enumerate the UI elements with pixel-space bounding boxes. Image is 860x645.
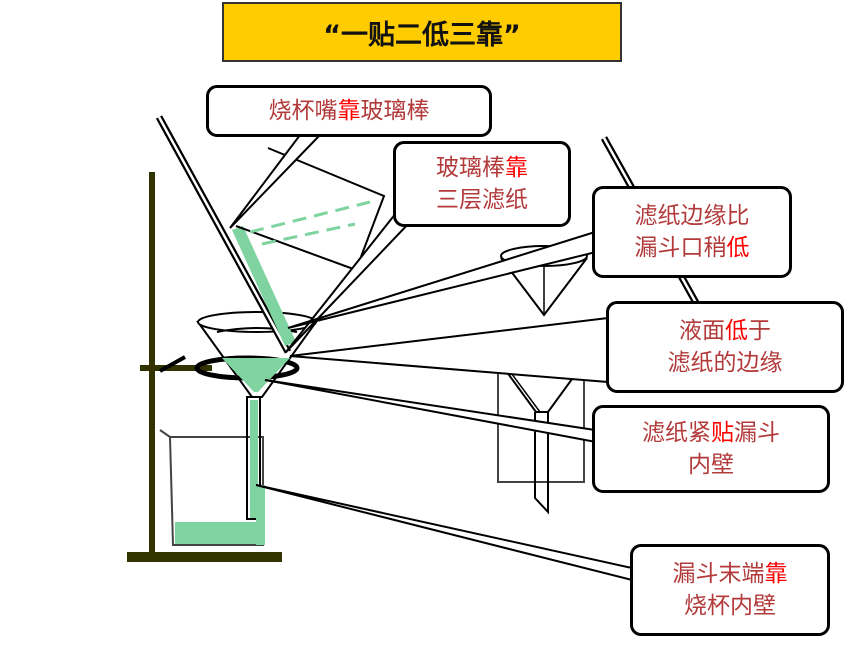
pointer-2 [285, 206, 414, 353]
pointer-1 [229, 134, 323, 229]
pointer-6 [255, 484, 633, 582]
beaker-spout [159, 429, 171, 438]
callout-rod-filter-paper: 玻璃棒靠 三层滤纸 [393, 141, 571, 227]
stand-base [127, 552, 282, 562]
clamp-screw [159, 355, 186, 373]
callout-paper-against-funnel: 滤纸紧贴漏斗 内壁 [592, 405, 830, 493]
stem-liquid [250, 400, 258, 518]
pouring-liquid [232, 226, 296, 346]
callout-funnel-tip-beaker: 漏斗末端靠 烧杯内壁 [630, 544, 830, 636]
liquid-stream [256, 485, 265, 545]
beaker-liquid [175, 522, 261, 544]
funnel-liquid [222, 358, 290, 392]
callout-liquid-below-paper: 液面低于 滤纸的边缘 [606, 301, 844, 393]
page-title: “一贴二低三靠” [222, 2, 622, 62]
stand-clamp-arm [140, 365, 212, 371]
large-funnel-stem [534, 412, 549, 515]
pouring-beaker [235, 147, 386, 272]
callout-beaker-spout-rod: 烧杯嘴靠玻璃棒 [206, 85, 492, 137]
funnel-stem [246, 396, 261, 520]
callout-paper-below-rim: 滤纸边缘比 漏斗口稍低 [592, 186, 792, 278]
pointer-3 [287, 230, 598, 329]
pointer-4 [289, 316, 609, 384]
